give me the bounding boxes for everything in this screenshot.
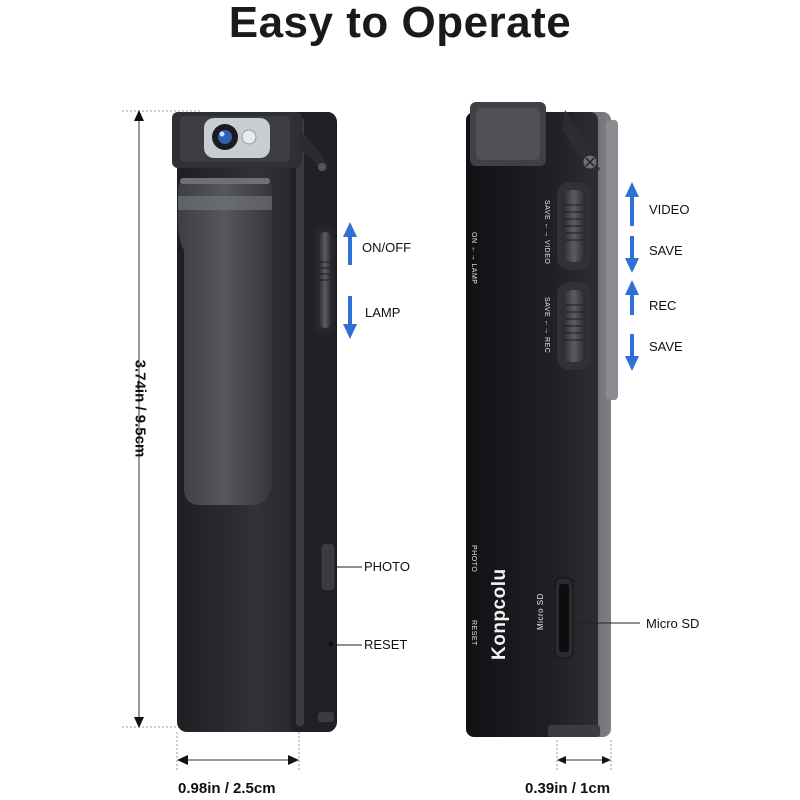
depth-dimension: 0.39in / 1cm (525, 780, 611, 797)
lamp-label: LAMP (365, 305, 401, 320)
dimension-guides (122, 110, 612, 772)
rec-label: REC (649, 298, 677, 313)
width-dimension: 0.98in / 2.5cm (178, 780, 276, 797)
arrow-down-icon (625, 236, 639, 273)
right-device (466, 102, 618, 737)
page-title: Easy to Operate (228, 0, 572, 47)
leader-lines-left (337, 566, 362, 646)
brand-logo-text: Konpcolu (489, 568, 510, 660)
printed-micro-sd: Micro SD (536, 593, 545, 630)
arrow-down-icon (343, 296, 357, 339)
printed-reset: RESET (470, 620, 477, 646)
reset-hole (328, 641, 334, 647)
photo-label: PHOTO (364, 559, 410, 574)
micro-sd-label: Micro SD (646, 616, 700, 631)
arrow-up-icon (625, 280, 639, 315)
video-label: VIDEO (649, 202, 690, 217)
reset-label: RESET (364, 637, 408, 652)
printed-photo: PHOTO (470, 545, 477, 573)
on-off-label: ON/OFF (362, 240, 412, 255)
arrow-down-icon (625, 334, 639, 371)
arrow-up-icon (343, 222, 357, 265)
printed-save-video: SAVE ←→ VIDEO (543, 200, 550, 265)
printed-save-rec: SAVE ←→ REC (543, 297, 550, 354)
left-device (172, 112, 337, 732)
printed-on-lamp: ON ←→ LAMP (470, 232, 477, 285)
lamp-led-icon (241, 129, 257, 145)
photo-button (320, 542, 336, 592)
height-dimension: 3.74in / 9.5cm (131, 359, 149, 458)
save-label-lower: SAVE (649, 339, 683, 354)
arrow-up-icon (625, 182, 639, 226)
belt-clip (178, 178, 272, 505)
save-label-upper: SAVE (649, 243, 683, 258)
